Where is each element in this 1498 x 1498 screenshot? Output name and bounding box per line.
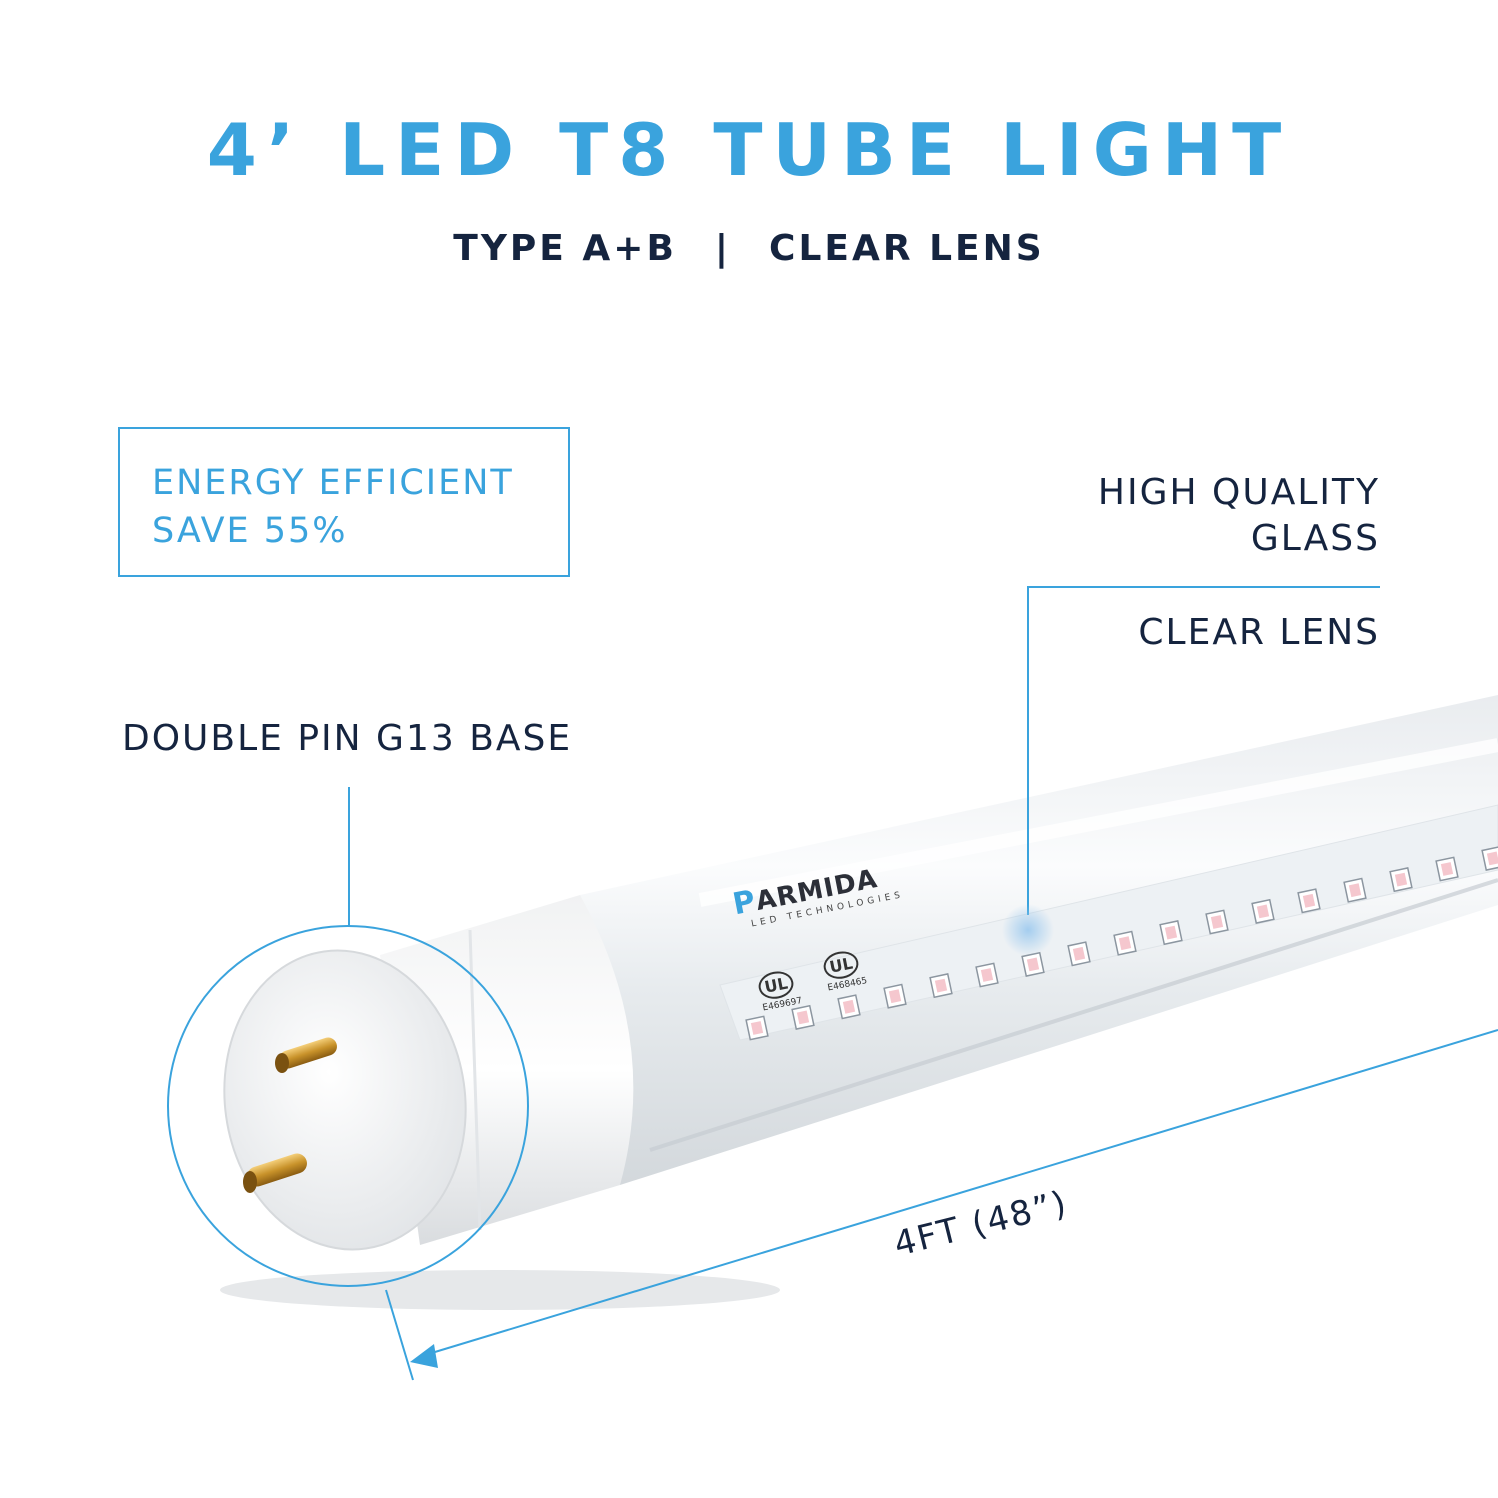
led-chip xyxy=(1389,867,1413,893)
led-chip-core xyxy=(934,978,948,993)
lens-callout: CLEAR LENS xyxy=(1138,612,1380,653)
led-chip-core xyxy=(1118,936,1132,951)
led-chip-core xyxy=(1302,893,1316,908)
led-chip xyxy=(745,1015,769,1041)
led-chip-core xyxy=(1256,904,1270,919)
led-chip-core xyxy=(1440,862,1454,876)
led-chip-core xyxy=(1164,925,1178,940)
dimension-line xyxy=(424,1029,1498,1356)
led-chip-core xyxy=(1394,872,1408,887)
lens-highlight-dot xyxy=(1002,904,1054,956)
led-chip-core xyxy=(980,968,994,982)
pin-bottom xyxy=(243,1153,307,1193)
led-chip-core xyxy=(1486,851,1498,866)
led-chip xyxy=(1067,941,1091,967)
led-chip-core xyxy=(1072,946,1086,961)
energy-efficiency-box: ENERGY EFFICIENT SAVE 55% xyxy=(118,427,570,577)
led-chips xyxy=(745,845,1498,1041)
led-chip xyxy=(929,973,953,999)
subtitle-separator: | xyxy=(714,228,732,269)
energy-line-2: SAVE 55% xyxy=(152,511,348,551)
led-chip-core xyxy=(842,999,856,1014)
led-chip xyxy=(1343,877,1367,903)
tube-shadow xyxy=(220,1270,780,1310)
pin-top xyxy=(275,1037,337,1073)
led-chip xyxy=(791,1004,815,1030)
led-chip xyxy=(1159,920,1183,946)
led-chip xyxy=(1251,898,1275,924)
dimension-arrow-icon xyxy=(410,1344,438,1368)
led-chip-core xyxy=(796,1010,810,1025)
led-chip xyxy=(1297,888,1321,914)
led-chip-core xyxy=(750,1021,764,1035)
led-chip xyxy=(883,983,907,1009)
led-chip xyxy=(837,994,861,1020)
page-title: 4’ LED T8 TUBE LIGHT xyxy=(206,108,1292,192)
led-chip xyxy=(1481,845,1498,871)
dimension-tick xyxy=(385,1289,414,1381)
subtitle-lens: CLEAR LENS xyxy=(769,228,1045,269)
ul-classified-badge: UL E469697 xyxy=(756,968,803,1013)
led-chip xyxy=(1113,930,1137,956)
led-chip-core xyxy=(1348,883,1362,898)
subtitle-type: TYPE A+B xyxy=(453,228,677,269)
led-chip-core xyxy=(1026,957,1040,972)
led-chip-core xyxy=(1210,915,1224,929)
led-chip-core xyxy=(888,989,902,1004)
ul-listed-badge: UL E468465 xyxy=(821,948,868,993)
base-callout: DOUBLE PIN G13 BASE xyxy=(122,718,573,759)
led-strip xyxy=(719,804,1498,1041)
led-chip xyxy=(1435,856,1459,882)
glass-callout-line-1: HIGH QUALITY xyxy=(1097,472,1380,513)
page-subtitle: TYPE A+B | CLEAR LENS xyxy=(0,228,1498,269)
glass-leader-line xyxy=(1027,586,1380,915)
led-chip xyxy=(975,962,999,988)
glass-callout-line-2: GLASS xyxy=(1250,518,1380,559)
led-chip xyxy=(1205,909,1229,935)
energy-line-1: ENERGY EFFICIENT xyxy=(152,463,514,503)
